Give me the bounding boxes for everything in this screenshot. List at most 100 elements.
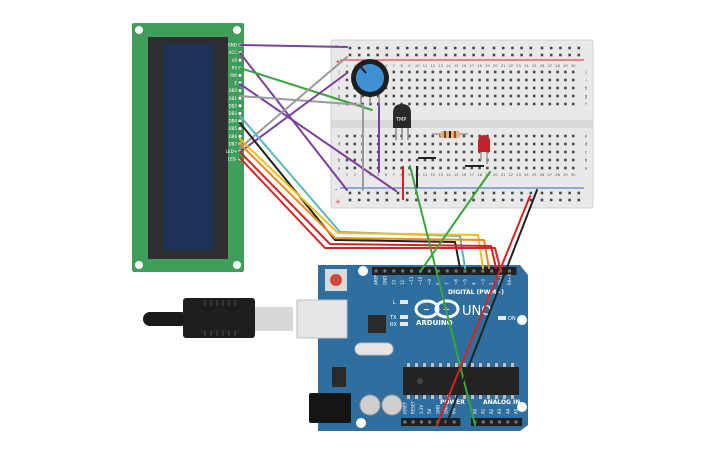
rail-hole[interactable] [501, 198, 505, 202]
rail-hole[interactable] [520, 46, 523, 50]
breadboard-hole[interactable] [439, 166, 442, 170]
breadboard-hole[interactable] [525, 86, 528, 90]
breadboard-hole[interactable] [423, 86, 427, 90]
breadboard-hole[interactable] [532, 150, 536, 154]
header-pin[interactable] [506, 420, 510, 424]
breadboard-hole[interactable] [564, 150, 567, 154]
breadboard-hole[interactable] [470, 158, 474, 162]
breadboard-hole[interactable] [564, 78, 567, 82]
breadboard-hole[interactable] [447, 142, 450, 146]
breadboard-hole[interactable] [470, 150, 474, 154]
breadboard-hole[interactable] [408, 78, 411, 82]
breadboard-hole[interactable] [501, 78, 505, 82]
breadboard-hole[interactable] [447, 158, 450, 162]
temperature-sensor[interactable]: TMP [393, 104, 411, 140]
header-pin[interactable] [427, 269, 431, 273]
rail-hole[interactable] [376, 191, 379, 195]
breadboard-hole[interactable] [454, 78, 458, 82]
breadboard-hole[interactable] [384, 158, 388, 162]
rail-hole[interactable] [357, 53, 361, 57]
breadboard-hole[interactable] [415, 158, 419, 162]
header-pin[interactable] [428, 420, 432, 424]
rail-hole[interactable] [481, 191, 485, 195]
header-pin[interactable] [489, 420, 493, 424]
breadboard-hole[interactable] [454, 142, 458, 146]
breadboard-hole[interactable] [564, 166, 567, 170]
breadboard-hole[interactable] [447, 86, 450, 90]
breadboard-hole[interactable] [540, 78, 544, 82]
breadboard-hole[interactable] [571, 166, 575, 170]
header-pin[interactable] [403, 420, 407, 424]
breadboard-hole[interactable] [470, 86, 474, 90]
breadboard-hole[interactable] [532, 158, 536, 162]
breadboard-hole[interactable] [478, 166, 481, 170]
header-pin[interactable] [490, 269, 494, 273]
rail-hole[interactable] [472, 53, 475, 57]
lcd-pin[interactable] [237, 126, 243, 131]
breadboard-hole[interactable] [353, 166, 357, 170]
rail-hole[interactable] [415, 53, 418, 57]
breadboard-hole[interactable] [548, 134, 552, 138]
lcd-module[interactable]: GNDVCCV0RSRWEDB0DB1DB2DB3DB4DB5DB6DB7LED… [132, 23, 244, 272]
breadboard-hole[interactable] [556, 102, 559, 106]
rail-hole[interactable] [559, 46, 562, 50]
breadboard-hole[interactable] [571, 150, 575, 154]
lcd-pin[interactable] [237, 103, 243, 109]
breadboard-hole[interactable] [408, 86, 411, 90]
breadboard-hole[interactable] [423, 78, 427, 82]
breadboard-hole[interactable] [525, 166, 528, 170]
breadboard-hole[interactable] [384, 94, 388, 98]
breadboard-hole[interactable] [415, 78, 419, 82]
rail-hole[interactable] [424, 46, 427, 50]
breadboard-hole[interactable] [392, 78, 396, 82]
breadboard-hole[interactable] [540, 70, 544, 74]
breadboard-hole[interactable] [517, 166, 520, 170]
lcd-pin[interactable] [237, 73, 243, 78]
breadboard-hole[interactable] [478, 158, 481, 162]
header-pin[interactable] [463, 269, 467, 273]
rail-hole[interactable] [357, 191, 361, 195]
breadboard-hole[interactable] [431, 158, 435, 162]
breadboard-hole[interactable] [525, 70, 528, 74]
rail-hole[interactable] [348, 46, 352, 50]
header-pin[interactable] [374, 269, 378, 273]
header-pin[interactable] [498, 420, 502, 424]
breadboard-hole[interactable] [462, 134, 466, 138]
breadboard-hole[interactable] [345, 86, 349, 90]
breadboard-hole[interactable] [369, 166, 372, 170]
breadboard-hole[interactable] [486, 78, 489, 82]
breadboard-hole[interactable] [501, 102, 505, 106]
breadboard-hole[interactable] [556, 158, 559, 162]
breadboard-hole[interactable] [478, 70, 481, 74]
rail-hole[interactable] [424, 53, 427, 57]
breadboard-hole[interactable] [392, 158, 396, 162]
header-pin[interactable] [472, 269, 476, 273]
breadboard-hole[interactable] [564, 134, 567, 138]
breadboard-hole[interactable] [486, 94, 489, 98]
breadboard-hole[interactable] [392, 134, 396, 138]
breadboard-hole[interactable] [517, 142, 520, 146]
header-pin[interactable] [452, 420, 456, 424]
breadboard-hole[interactable] [384, 150, 388, 154]
breadboard-hole[interactable] [447, 94, 450, 98]
rail-hole[interactable] [529, 46, 533, 50]
breadboard-hole[interactable] [564, 70, 567, 74]
rail-hole[interactable] [501, 53, 505, 57]
breadboard-hole[interactable] [509, 78, 513, 82]
breadboard-hole[interactable] [392, 150, 396, 154]
breadboard-hole[interactable] [509, 94, 513, 98]
breadboard-hole[interactable] [462, 70, 466, 74]
breadboard-hole[interactable] [556, 142, 559, 146]
breadboard-hole[interactable] [493, 158, 497, 162]
rail-hole[interactable] [453, 46, 457, 50]
header-pin[interactable] [392, 269, 396, 273]
rail-hole[interactable] [492, 198, 496, 202]
rail-hole[interactable] [577, 191, 581, 195]
breadboard-hole[interactable] [408, 134, 411, 138]
rail-hole[interactable] [405, 198, 409, 202]
breadboard-hole[interactable] [478, 94, 481, 98]
breadboard-hole[interactable] [493, 134, 497, 138]
breadboard-hole[interactable] [556, 70, 559, 74]
breadboard-hole[interactable] [540, 142, 544, 146]
breadboard-hole[interactable] [493, 94, 497, 98]
